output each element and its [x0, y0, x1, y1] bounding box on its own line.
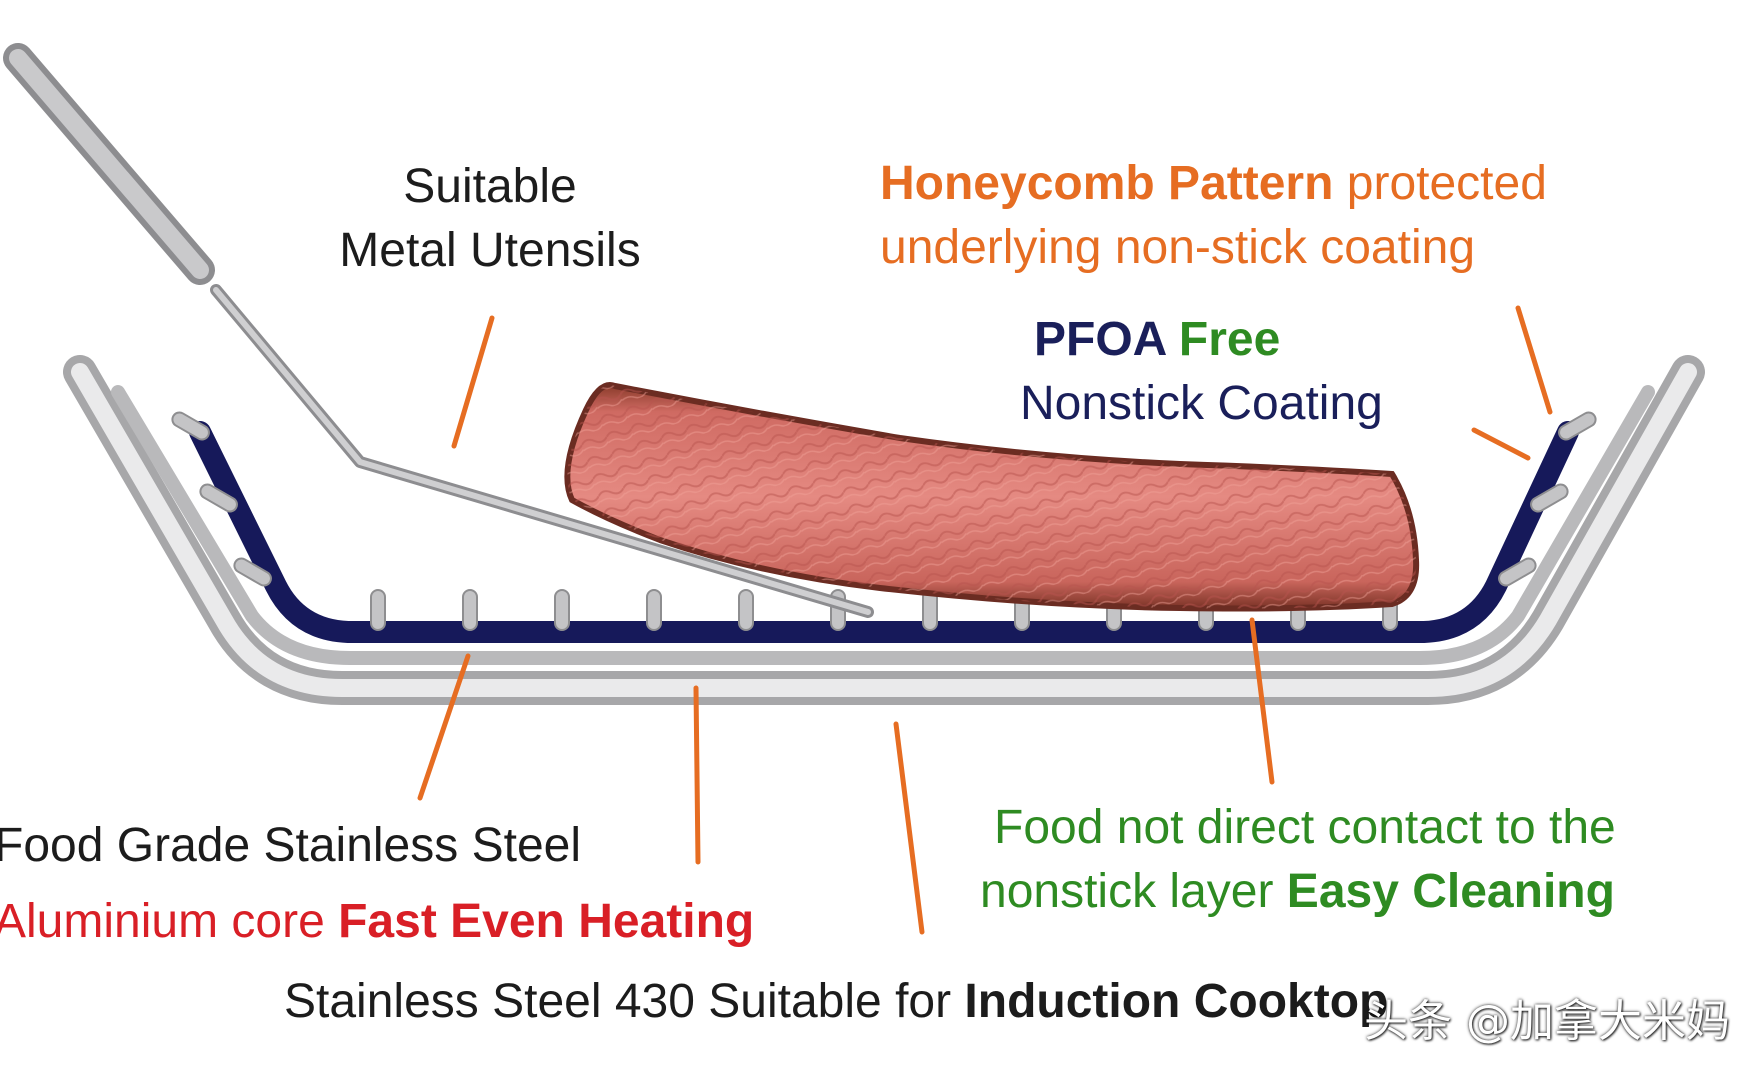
honeycomb-ridge	[1530, 483, 1569, 513]
honeycomb-ridge	[462, 589, 478, 631]
honeycomb-ridge	[233, 557, 272, 587]
utensils-line2: Metal Utensils	[339, 224, 641, 277]
induction-bold: Induction Cooktop	[964, 975, 1389, 1028]
induction-plain: Stainless Steel 430 Suitable for	[284, 975, 965, 1028]
label-metal-utensils: Suitable Metal Utensils	[300, 155, 680, 283]
callout-lines	[417, 305, 1553, 935]
free-text: Free	[1165, 313, 1281, 366]
callout-nonstick	[1471, 427, 1531, 461]
callout-food-grade	[417, 653, 471, 801]
honeycomb-ridge	[171, 411, 210, 441]
steak-texture	[567, 385, 1417, 609]
aluminium-text: Aluminium core	[0, 895, 339, 948]
label-aluminium-core: Aluminium core Fast Even Heating	[0, 898, 754, 946]
label-induction: Stainless Steel 430 Suitable for Inducti…	[284, 978, 1388, 1026]
food-contact-line1: Food not direct contact to the	[994, 801, 1616, 854]
honeycomb-bold: Honeycomb Pattern	[880, 157, 1334, 210]
utensils-line1: Suitable	[403, 160, 577, 213]
nonstick-coating-layer	[189, 421, 1579, 643]
label-food-contact: Food not direct contact to the nonstick …	[980, 796, 1616, 924]
pfoa-text: PFOA	[1034, 313, 1166, 366]
callout-food-contact	[1249, 617, 1275, 785]
label-pfoa-free: PFOA Free	[1034, 316, 1280, 364]
callout-induction	[893, 721, 925, 935]
honeycomb-rest: protected	[1333, 157, 1547, 210]
easy-cleaning-text: Easy Cleaning	[1286, 865, 1615, 918]
honeycomb-ridge	[1498, 557, 1537, 587]
honeycomb-ridge	[738, 589, 754, 631]
fast-heating-text: Fast Even Heating	[338, 895, 755, 948]
callout-utensils	[451, 315, 495, 449]
honeycomb-ridge	[370, 589, 386, 631]
callout-aluminium	[693, 685, 701, 865]
food-contact-line2: nonstick layer	[980, 865, 1287, 918]
label-food-grade: Food Grade Stainless Steel	[0, 819, 581, 872]
honeycomb-ridge	[1558, 411, 1597, 441]
label-honeycomb: Honeycomb Pattern protected underlying n…	[880, 152, 1547, 280]
honeycomb-ridge	[199, 483, 238, 513]
watermark: 头条 @加拿大米妈	[1364, 996, 1730, 1047]
pan-inner-steel	[111, 385, 1655, 665]
callout-honeycomb	[1515, 305, 1553, 415]
honeycomb-ridge	[554, 589, 570, 631]
metal-utensil	[3, 43, 874, 618]
label-nonstick-coating: Nonstick Coating	[1020, 377, 1383, 430]
pan-aluminium-core	[71, 363, 1697, 697]
honeycomb-line2: underlying non-stick coating	[880, 221, 1476, 274]
honeycomb-ridge	[646, 589, 662, 631]
